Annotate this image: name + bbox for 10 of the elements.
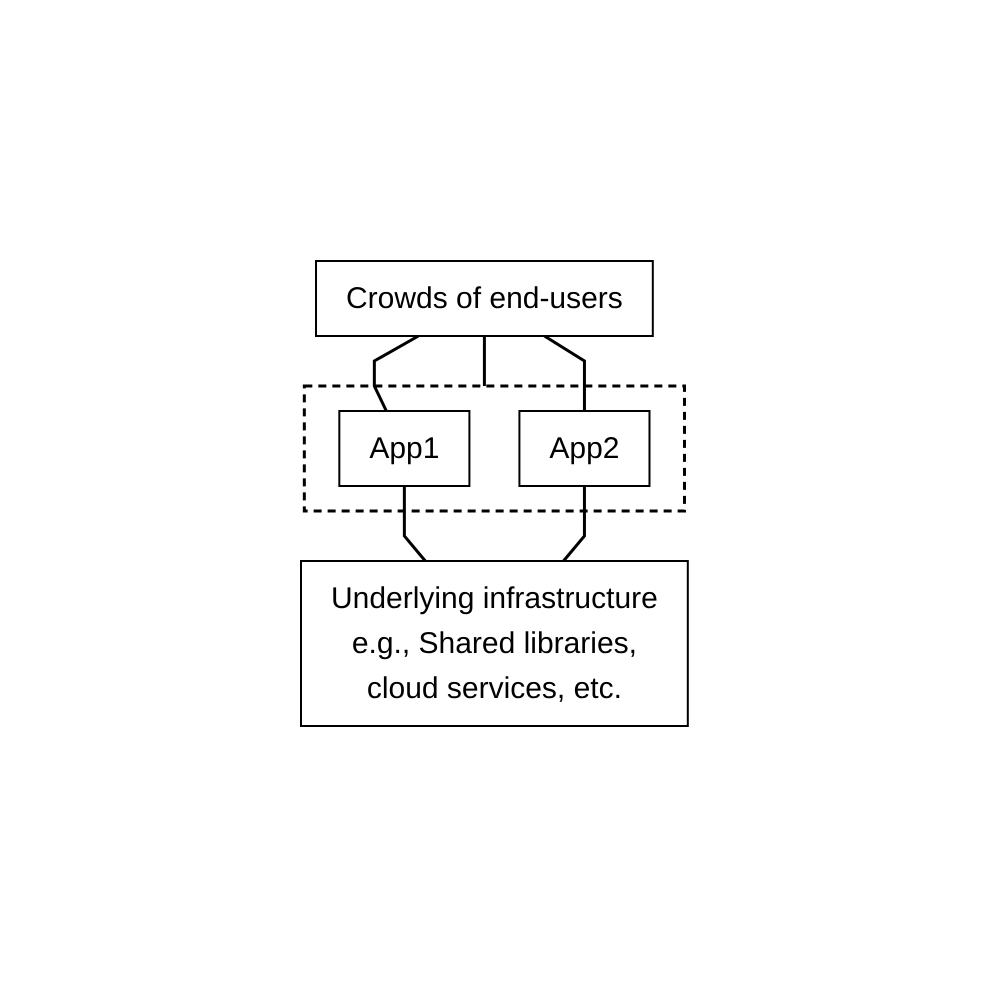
cluster bbox=[302, 384, 686, 512]
node-box: App1 bbox=[338, 410, 470, 487]
node-box: Crowds of end-users bbox=[314, 260, 654, 337]
connector bbox=[543, 334, 586, 411]
connector bbox=[562, 486, 586, 562]
connector bbox=[482, 336, 486, 386]
connector bbox=[402, 486, 426, 562]
connector bbox=[372, 334, 419, 412]
node-box: App2 bbox=[518, 410, 650, 487]
node-box: Underlying infrastructure e.g., Shared libraries, cloud services, etc. bbox=[300, 560, 688, 727]
